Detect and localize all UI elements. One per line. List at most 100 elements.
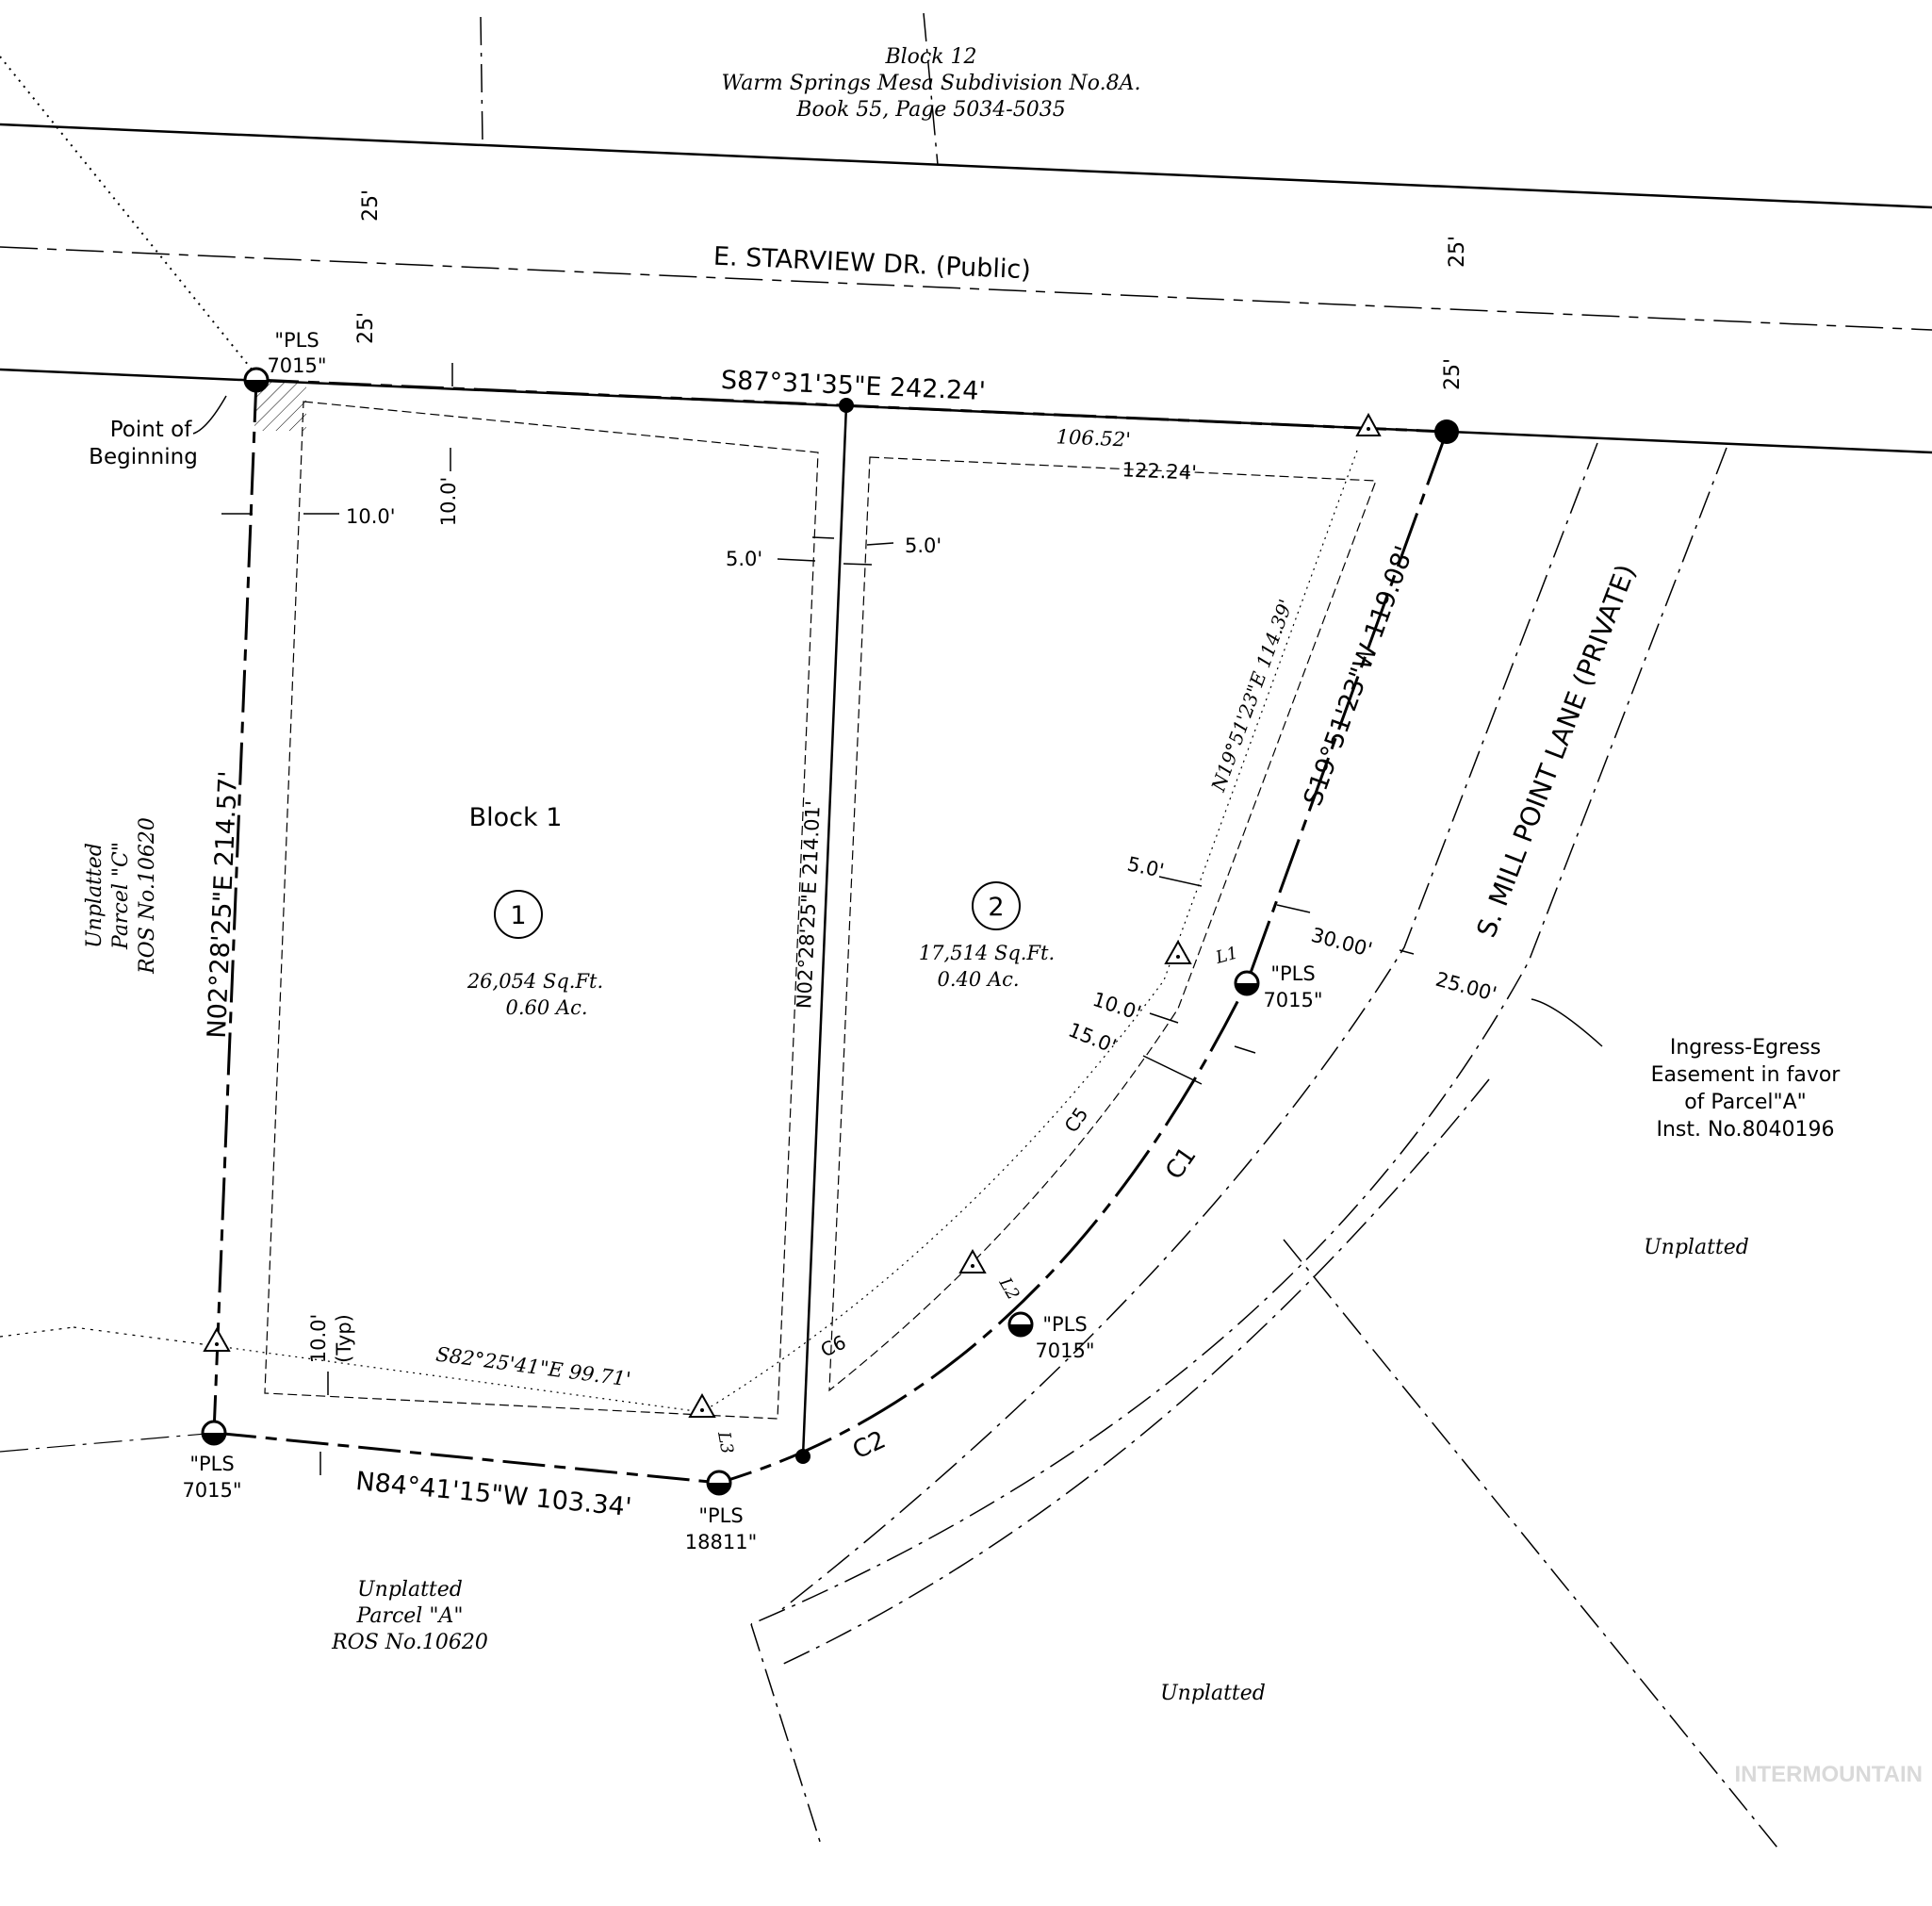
block12-label: Block 12 <box>884 45 976 69</box>
distance-15: 15.0' <box>1065 1018 1120 1058</box>
tie-line-to-pob <box>0 56 257 376</box>
unplatted-south-label: Unplatted <box>1160 1682 1266 1705</box>
lot1-circle <box>494 890 543 939</box>
pob-label-line1: Point of <box>110 418 192 442</box>
parcel-a-line <box>0 1432 218 1453</box>
monument-pls-label: "PLS <box>1270 962 1315 985</box>
west-boundary <box>212 379 258 1434</box>
mill-point-lane <box>0 442 1782 1853</box>
bearing-west-line: N02°28'25"E 214.57' <box>203 770 243 1039</box>
lot1-area-sqft: 26,054 Sq.Ft. <box>467 970 603 993</box>
distance-30: 30.00' <box>1309 924 1375 961</box>
pob-label-line2: Beginning <box>89 445 198 469</box>
subdivision-label: Warm Springs Mesa Subdivision No.8A. <box>722 72 1141 95</box>
line-l3-label: L3 <box>713 1429 737 1455</box>
lot1-number: 1 <box>510 901 526 930</box>
monument-pob-fill <box>245 380 268 391</box>
lot1-area-ac: 0.60 Ac. <box>505 996 587 1019</box>
setback-lines <box>216 382 1377 1420</box>
monument-pls-number: 18811" <box>685 1531 757 1553</box>
east-curve-boundary <box>718 431 1449 1485</box>
monument-l2-fill <box>1009 1324 1032 1336</box>
curve-c6-label: C6 <box>817 1330 849 1361</box>
block12-lot-line-2 <box>923 12 939 166</box>
lane-end-line <box>750 1623 823 1848</box>
bearing-inner-south: S82°25'41"E 99.71' <box>434 1343 632 1391</box>
distance-10-east: 10.0' <box>1089 988 1143 1025</box>
distance-5-easement: 5.0' <box>1125 852 1166 882</box>
width-label: 25' <box>1441 358 1465 390</box>
monument-lot-corner-south <box>795 1449 810 1464</box>
lot2-setback <box>828 456 1377 1392</box>
monuments <box>201 367 1459 1496</box>
lot-division-line <box>801 404 848 1457</box>
distance-5-left: 5.0' <box>726 548 762 570</box>
curve-c5-label: C5 <box>1059 1103 1092 1137</box>
monument-pls-number: 7015" <box>267 354 326 377</box>
parcel-c-line1: Unplatted <box>83 843 106 948</box>
bearing-east-line: S19°51'23"W 119.08' <box>1299 542 1420 810</box>
parcel-a-line1: Unplatted <box>357 1578 463 1602</box>
triangle-marker <box>688 1392 716 1418</box>
bearing-south-line: N84°41'15"W 103.34' <box>354 1467 632 1522</box>
parcel-c-line3: ROS No.10620 <box>136 817 159 975</box>
monument-pls-label: "PLS <box>1042 1313 1087 1336</box>
parcel-a-line2: Parcel "A" <box>356 1604 464 1628</box>
street-name-starview: E. STARVIEW DR. (Public) <box>712 242 1031 286</box>
distance-5-right: 5.0' <box>905 534 941 557</box>
parcel-c-line-2 <box>73 1326 218 1347</box>
bearing-middle-line: N02°28'25"E 214.01' <box>793 800 825 1010</box>
lane-offset-curve <box>777 1078 1490 1668</box>
triangle-marker <box>1164 939 1192 964</box>
curve-c2-label: C2 <box>848 1425 890 1465</box>
starview-centerline <box>0 246 1932 331</box>
dimension-arrows <box>192 363 1603 1475</box>
lot2-area-sqft: 17,514 Sq.Ft. <box>919 942 1055 964</box>
block12-lot-line-1 <box>480 16 483 142</box>
south-dotted-line <box>216 1345 703 1413</box>
monument-pls-number: 7015" <box>1263 989 1322 1011</box>
control-points <box>203 412 1382 1418</box>
lane-diagonal-line <box>1283 1239 1782 1853</box>
monument-l1-fill <box>1236 983 1258 994</box>
monument-pls-label: "PLS <box>698 1504 743 1527</box>
distance-10-west: 10.0' <box>346 505 396 528</box>
monument-ne <box>1434 419 1459 444</box>
lane-east-row <box>750 447 1727 1625</box>
unplatted-east-label: Unplatted <box>1644 1236 1749 1259</box>
monument-pls-number: 7015" <box>182 1479 241 1502</box>
book-label: Book 55, Page 5034-5035 <box>795 98 1065 122</box>
parcel-c-line2: Parcel "C" <box>109 842 133 950</box>
monument-lot-corner-north <box>839 398 854 413</box>
distance-10-north: 10.0' <box>437 477 460 527</box>
parcel-c-line <box>0 1326 74 1338</box>
monument-se-fill <box>708 1483 730 1494</box>
triangle-marker <box>203 1326 231 1352</box>
distance-typ-label: (Typ) <box>333 1314 355 1363</box>
distance-106: 106.52' <box>1056 425 1131 451</box>
easement-line3: of Parcel"A" <box>1684 1091 1807 1114</box>
lane-west-row <box>781 442 1598 1610</box>
easement-line2: Easement in favor <box>1651 1063 1842 1087</box>
width-label: 25' <box>354 312 378 344</box>
triangle-marker <box>1355 412 1382 436</box>
easement-line1: Ingress-Egress <box>1670 1036 1821 1060</box>
width-label: 25' <box>359 189 383 222</box>
street-name-mill-point: S. MILL POINT LANE (PRIVATE) <box>1470 560 1642 942</box>
line-l2-label: L2 <box>994 1273 1023 1304</box>
distance-122: 122.24' <box>1122 458 1197 484</box>
block-label: Block 1 <box>469 803 563 832</box>
easement-dotted-line <box>701 450 1358 1413</box>
distance-10-typ: 10.0' <box>307 1314 330 1364</box>
lot2-circle <box>972 881 1021 930</box>
boundary <box>212 378 1449 1485</box>
parcel-a-line3: ROS No.10620 <box>331 1631 488 1654</box>
distance-25: 25.00' <box>1433 968 1499 1006</box>
watermark: INTERMOUNTAIN <box>1734 1762 1923 1787</box>
easement-line4: Inst. No.8040196 <box>1656 1118 1834 1142</box>
south-boundary <box>213 1431 720 1485</box>
starview-north-row-line <box>0 123 1932 209</box>
lot1-setback <box>264 401 819 1420</box>
curve-c1-label: C1 <box>1160 1142 1202 1185</box>
